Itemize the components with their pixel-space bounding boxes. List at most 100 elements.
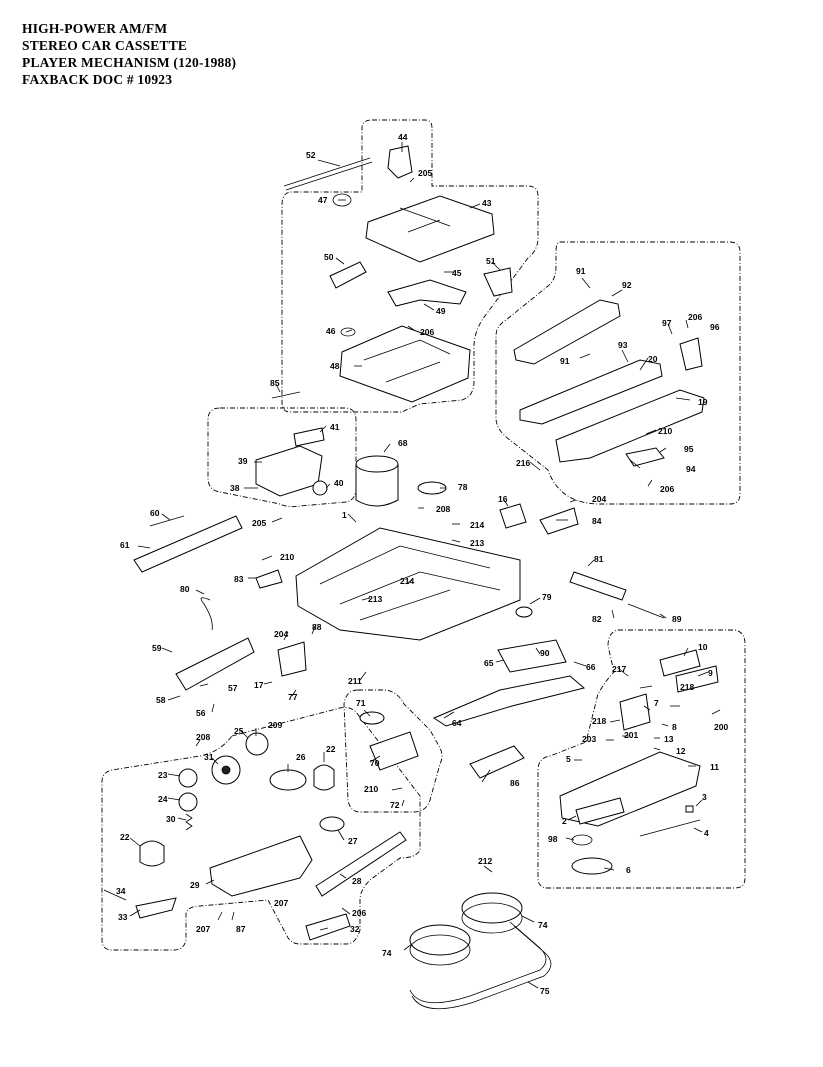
part-52-rod bbox=[283, 157, 371, 187]
part-79-gear bbox=[515, 606, 533, 618]
callout-28: 28 bbox=[352, 876, 362, 886]
callout-38: 38 bbox=[230, 483, 240, 493]
callout-33: 33 bbox=[118, 912, 128, 922]
callout-205: 205 bbox=[252, 518, 266, 528]
part-74-flywheel-left bbox=[409, 924, 471, 956]
part-65-lever bbox=[497, 639, 567, 673]
callout-218: 218 bbox=[592, 716, 606, 726]
callout-20: 20 bbox=[648, 354, 658, 364]
callout-47: 47 bbox=[318, 195, 328, 205]
part-7-block bbox=[619, 693, 651, 731]
part-32-lever bbox=[305, 913, 351, 941]
group-outline-flywheel bbox=[343, 689, 443, 813]
part-70-bracket bbox=[369, 731, 419, 771]
callout-60: 60 bbox=[150, 508, 160, 518]
part-29-gear-plate bbox=[209, 835, 313, 897]
part-74-flywheel-left-rim bbox=[409, 934, 471, 966]
part-93-rail bbox=[519, 359, 663, 425]
part-50-lever bbox=[329, 261, 367, 289]
callout-26: 26 bbox=[296, 752, 306, 762]
part-44-head bbox=[387, 145, 413, 179]
callout-8: 8 bbox=[672, 722, 677, 732]
callout-207: 207 bbox=[196, 924, 210, 934]
callout-94: 94 bbox=[686, 464, 696, 474]
part-52-rod-b bbox=[285, 161, 373, 191]
callout-204: 204 bbox=[592, 494, 606, 504]
callout-95: 95 bbox=[684, 444, 694, 454]
part-60-spring bbox=[149, 515, 185, 527]
callout-212: 212 bbox=[478, 856, 492, 866]
leader-lines bbox=[103, 142, 721, 989]
part-1-detail bbox=[319, 545, 501, 621]
part-27-disc bbox=[319, 816, 345, 832]
callout-22: 22 bbox=[120, 832, 130, 842]
callout-204: 204 bbox=[274, 629, 288, 639]
callout-70: 70 bbox=[370, 758, 380, 768]
callout-7: 7 bbox=[654, 698, 659, 708]
callout-214: 214 bbox=[400, 576, 414, 586]
callout-48: 48 bbox=[330, 361, 340, 371]
part-86-bracket bbox=[469, 745, 525, 779]
part-39-head-plate bbox=[255, 445, 323, 497]
callout-13: 13 bbox=[664, 734, 674, 744]
part-85-pin bbox=[271, 391, 301, 399]
callout-30: 30 bbox=[166, 814, 176, 824]
part-2-lever bbox=[575, 797, 625, 825]
callout-66: 66 bbox=[586, 662, 596, 672]
part-48-detail bbox=[363, 339, 451, 383]
group-outline-gears bbox=[101, 707, 421, 951]
callout-29: 29 bbox=[190, 880, 200, 890]
title-line-3: PLAYER MECHANISM (120-1988) bbox=[22, 55, 237, 70]
part-16-clip bbox=[499, 503, 527, 529]
callout-1: 1 bbox=[342, 510, 347, 520]
part-71-disc bbox=[359, 711, 385, 725]
callout-23: 23 bbox=[158, 770, 168, 780]
callout-25: 25 bbox=[234, 726, 244, 736]
callout-98: 98 bbox=[548, 834, 558, 844]
callout-61: 61 bbox=[120, 540, 130, 550]
callout-91: 91 bbox=[576, 266, 586, 276]
callout-31: 31 bbox=[204, 752, 214, 762]
part-96-switch bbox=[679, 337, 703, 371]
callout-206: 206 bbox=[660, 484, 674, 494]
part-49-arm bbox=[387, 279, 467, 307]
callout-217: 217 bbox=[612, 664, 626, 674]
part-74-flywheel-right bbox=[461, 892, 523, 924]
part-43-detail bbox=[399, 207, 451, 233]
part-24-gear bbox=[178, 792, 198, 812]
callout-96: 96 bbox=[710, 322, 720, 332]
part-83-clip bbox=[255, 569, 283, 589]
part-10-bracket bbox=[659, 649, 701, 677]
callout-12: 12 bbox=[676, 746, 686, 756]
part-22b-reel bbox=[139, 840, 165, 867]
callout-93: 93 bbox=[618, 340, 628, 350]
callout-79: 79 bbox=[542, 592, 552, 602]
part-40-roller bbox=[312, 480, 328, 496]
part-89-spring bbox=[627, 603, 665, 619]
part-59-slider bbox=[175, 637, 255, 691]
callout-88: 88 bbox=[312, 622, 322, 632]
part-98-ring bbox=[571, 834, 593, 846]
part-4-wire bbox=[639, 819, 701, 837]
callout-labels: 44 52 205 47 43 50 45 51 49 46 206 48 91… bbox=[116, 132, 728, 996]
callout-3: 3 bbox=[702, 792, 707, 802]
callout-24: 24 bbox=[158, 794, 168, 804]
callout-45: 45 bbox=[452, 268, 462, 278]
part-80-wire bbox=[200, 597, 213, 631]
callout-68: 68 bbox=[398, 438, 408, 448]
callout-50: 50 bbox=[324, 252, 334, 262]
part-33-lever bbox=[135, 897, 177, 919]
callout-211: 211 bbox=[348, 676, 362, 686]
callout-84: 84 bbox=[592, 516, 602, 526]
callout-216: 216 bbox=[516, 458, 530, 468]
part-26-disc bbox=[269, 769, 307, 791]
part-3-block bbox=[685, 805, 694, 813]
part-30-spring bbox=[185, 813, 193, 831]
part-19-frame bbox=[555, 389, 705, 463]
callout-65: 65 bbox=[484, 658, 494, 668]
callout-210: 210 bbox=[658, 426, 672, 436]
callout-11: 11 bbox=[710, 762, 719, 772]
callout-206: 206 bbox=[688, 312, 702, 322]
callout-16: 16 bbox=[498, 494, 508, 504]
part-1-main-chassis bbox=[295, 527, 521, 641]
